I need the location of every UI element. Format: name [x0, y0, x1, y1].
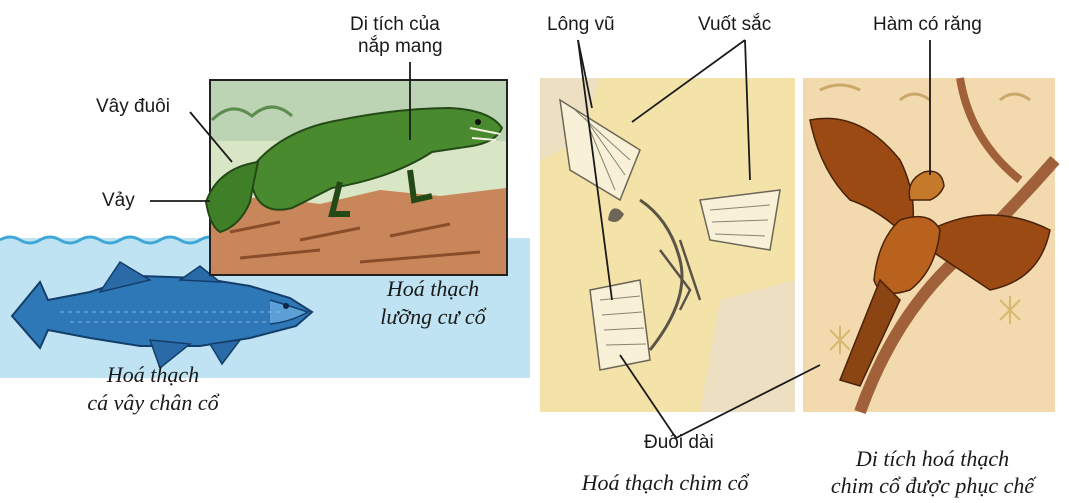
label-scales: Vảy: [102, 190, 135, 212]
caption-amphibian-line1: Hoá thạch: [358, 276, 508, 302]
label-gill-cover-line2: nắp mang: [358, 36, 443, 58]
caption-bird-recon-line1: Di tích hoá thạch: [810, 446, 1055, 472]
bird-fossil-picture: [540, 78, 795, 412]
bird-reconstruction-picture: [803, 78, 1055, 412]
label-feathers: Lông vũ: [547, 14, 615, 36]
caption-fish-line1: Hoá thạch: [58, 362, 248, 388]
caption-bird-fossil: Hoá thạch chim cổ: [555, 470, 775, 496]
label-toothed-jaw: Hàm có răng: [873, 14, 982, 36]
caption-amphibian-line2: lưỡng cư cổ: [358, 304, 508, 330]
label-tail-fin: Vây đuôi: [96, 96, 170, 118]
label-long-tail: Đuôi dài: [644, 432, 714, 454]
caption-bird-recon-line2: chim cổ được phục chế: [800, 473, 1065, 499]
label-gill-cover-line1: Di tích của: [350, 14, 440, 36]
label-claws: Vuốt sắc: [698, 14, 771, 36]
caption-fish-line2: cá vây chân cổ: [58, 390, 248, 416]
